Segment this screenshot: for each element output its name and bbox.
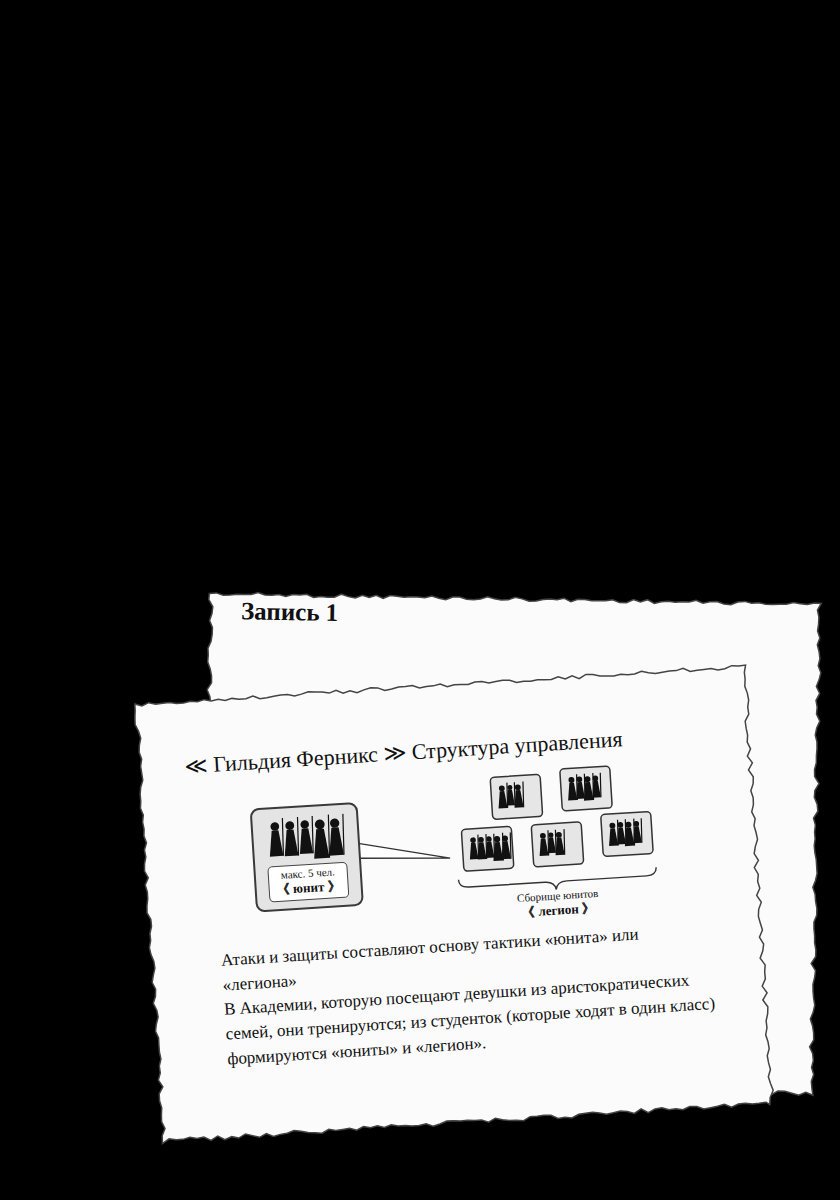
figure-head [502,835,508,841]
figure-head [486,836,492,842]
figure-head [330,818,340,828]
figure-weapon [509,832,512,858]
figure-body [485,841,495,858]
paper-card: ≪ Гильдия Ферникс ≫ Структура управления… [135,665,773,1143]
legion-illustration [135,665,773,1143]
figure-body [591,781,601,798]
unit-thumbnail-box [531,822,584,867]
unit-thumbnail [560,766,613,811]
figure-body [469,842,479,859]
figure-body [513,790,523,808]
figure-body [632,826,642,843]
figure-body [624,827,635,846]
unit-thumbnail [601,811,654,856]
figure-weapon [296,817,300,856]
figure-head [507,785,513,791]
figure-head [625,821,632,828]
figure-head [515,784,521,790]
figure-body [539,838,549,856]
figure-head [540,833,546,839]
unit-thumbnail-box [490,774,543,819]
figure-body [616,827,626,844]
figure-body [312,829,329,859]
figure-weapon [599,773,601,797]
figure-body [298,828,313,854]
figure-body [268,830,283,857]
figure-head [499,785,505,791]
figure-head [584,776,591,783]
figure-weapon [341,814,345,855]
figure-body [283,829,298,856]
unit-thumbnail [461,826,514,871]
figure-body [492,842,503,861]
torn-paper [134,664,775,1144]
figure-body [500,841,510,859]
figure-body [554,837,564,855]
figure-body [567,783,577,801]
figure-head [285,821,294,830]
record-heading: Запись 1 [241,593,542,634]
figure-head [609,822,615,828]
figure-head [568,777,574,783]
callout-pointer [352,836,450,864]
figure-head [592,775,598,781]
figure-body [547,837,556,853]
unit-thumbnail-box [560,766,613,811]
figure-weapon [281,818,285,856]
figure-head [617,822,623,828]
figure-head [270,822,279,831]
unit-thumbnail-box [461,826,514,871]
figure-head [478,837,484,843]
figure-body [583,782,594,801]
figure-body [506,790,515,806]
figure-head [470,837,476,843]
unit-box: макс. 5 чел.《 юнит 》 [250,802,364,913]
figure-body [608,828,618,846]
figure-head [556,832,562,838]
unit-thumbnail-box [601,811,654,856]
figure-head [576,776,582,782]
figure-body [477,842,487,859]
figure-body [575,782,585,799]
figure-weapon [522,782,525,808]
figure-body [497,791,507,809]
figure-head [494,836,501,843]
figure-head [548,832,554,838]
unit-thumbnail [490,774,543,819]
figure-head [315,819,325,829]
figure-weapon [640,818,642,842]
figure-weapon [563,829,566,855]
unit-thumbnail [531,822,584,867]
figure-head [300,820,309,829]
figure-body [328,827,344,856]
figure-head [633,821,639,827]
figure-weapon [311,816,315,853]
unit-name: 《 юнит 》 [271,878,346,898]
unit-plate: макс. 5 чел.《 юнит 》 [267,862,349,903]
